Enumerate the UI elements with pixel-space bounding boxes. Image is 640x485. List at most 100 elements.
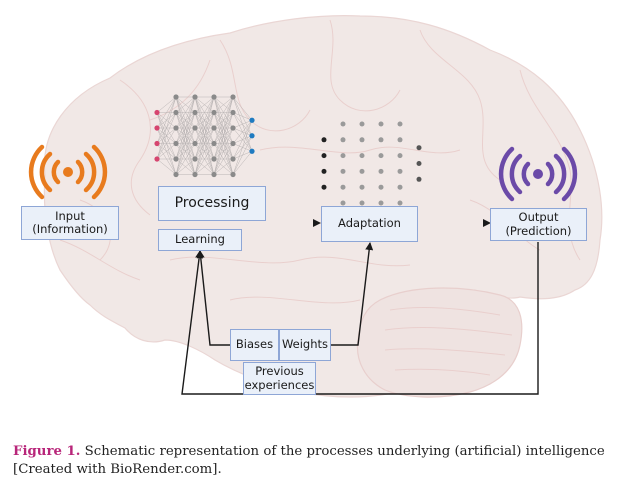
nn-output-node bbox=[249, 148, 255, 154]
nn-hidden-node bbox=[230, 156, 236, 162]
grid-hidden-node bbox=[397, 200, 403, 206]
nn-edge bbox=[232, 112, 253, 121]
nn-hidden-node bbox=[173, 109, 179, 116]
grid-hidden-node bbox=[378, 184, 384, 190]
nn-hidden-node bbox=[230, 125, 236, 131]
nn-edge bbox=[156, 96, 177, 160]
nn-edge bbox=[156, 96, 177, 144]
grid-hidden-node bbox=[359, 137, 365, 143]
learning-label: Learning bbox=[175, 232, 225, 247]
nn-edge bbox=[194, 96, 215, 175]
nn-hidden-node bbox=[173, 125, 179, 131]
adaptation-node: Adaptation bbox=[321, 206, 418, 242]
nn-edge bbox=[156, 96, 177, 113]
grid-hidden-node bbox=[397, 168, 403, 174]
nn-edge bbox=[194, 96, 215, 160]
learning-node: Learning bbox=[158, 229, 242, 251]
caption-text: Schematic representation of the processe… bbox=[13, 444, 605, 477]
nn-hidden-node bbox=[211, 171, 217, 178]
biases-node: Biases bbox=[230, 329, 279, 361]
grid-hidden-node bbox=[340, 168, 346, 174]
grid-output-node bbox=[416, 145, 422, 151]
nn-edge bbox=[175, 96, 196, 160]
nn-hidden-node bbox=[211, 125, 217, 131]
nn-edge bbox=[156, 158, 177, 175]
grid-output-node bbox=[416, 161, 422, 166]
previous-label: Previous bbox=[255, 364, 304, 379]
broadcast-signal-icon bbox=[28, 144, 108, 200]
figure-label: Figure 1. bbox=[13, 444, 81, 459]
nn-hidden-node bbox=[230, 171, 236, 178]
nn-edge bbox=[194, 143, 215, 175]
nn-input-node bbox=[154, 125, 160, 131]
nn-edge bbox=[175, 112, 196, 175]
grid-hidden-node bbox=[397, 137, 403, 143]
grid-output-node bbox=[416, 176, 422, 182]
grid-hidden-node bbox=[378, 168, 384, 174]
grid-hidden-node bbox=[359, 153, 365, 159]
previous-experiences-node: Previous experiences bbox=[243, 362, 316, 395]
output-node: Output (Prediction) bbox=[490, 208, 587, 241]
input-label: Input bbox=[55, 208, 85, 223]
nn-edge bbox=[175, 96, 196, 144]
nn-edge bbox=[156, 96, 177, 129]
nn-edge bbox=[213, 96, 234, 160]
arrow-weights-to-adaptation bbox=[330, 242, 374, 346]
nn-edge bbox=[213, 158, 234, 175]
nn-edge bbox=[232, 151, 253, 175]
nn-edge bbox=[194, 96, 215, 129]
grid-hidden-node bbox=[359, 200, 365, 206]
nn-hidden-node bbox=[230, 140, 236, 147]
nn-edge bbox=[232, 120, 253, 160]
grid-hidden-node bbox=[359, 168, 365, 174]
nn-hidden-node bbox=[173, 140, 179, 147]
brain-cerebellum bbox=[356, 287, 523, 398]
grid-hidden-node bbox=[397, 121, 403, 127]
nn-hidden-node bbox=[192, 94, 198, 100]
nn-edge bbox=[194, 158, 215, 175]
grid-hidden-node bbox=[397, 184, 403, 190]
nn-hidden-node bbox=[192, 125, 198, 131]
nn-hidden-node bbox=[192, 156, 198, 162]
processing-node: Processing bbox=[158, 186, 266, 221]
nn-edge bbox=[175, 127, 196, 175]
nn-edge bbox=[175, 143, 196, 175]
nn-hidden-node bbox=[211, 156, 217, 162]
nn-hidden-node bbox=[192, 109, 198, 116]
nn-hidden-node bbox=[173, 94, 179, 100]
arrow-output-feedback-to-learning bbox=[181, 242, 539, 395]
nn-edge bbox=[175, 96, 196, 129]
processing-label: Processing bbox=[174, 195, 250, 212]
nn-edge bbox=[175, 158, 196, 175]
grid-hidden-node bbox=[359, 184, 365, 190]
nn-edge bbox=[232, 120, 253, 129]
broadcast-signal-icon bbox=[498, 146, 578, 202]
nn-input-node bbox=[154, 156, 160, 162]
input-node: Input (Information) bbox=[21, 206, 119, 240]
nn-output-node bbox=[249, 133, 255, 139]
grid-hidden-node bbox=[340, 184, 346, 190]
neural-network-illustration bbox=[154, 94, 255, 178]
nn-edge bbox=[194, 96, 215, 113]
grid-hidden-node bbox=[378, 153, 384, 159]
grid-hidden-node bbox=[340, 121, 346, 127]
adaptation-node-grid bbox=[321, 121, 422, 206]
nn-edge bbox=[213, 112, 234, 175]
grid-input-node bbox=[321, 184, 327, 190]
nn-hidden-node bbox=[211, 140, 217, 147]
nn-edge bbox=[156, 127, 177, 160]
nn-edge bbox=[213, 96, 234, 129]
biases-label: Biases bbox=[235, 337, 274, 352]
figure-caption: Figure 1. Schematic representation of th… bbox=[13, 443, 633, 479]
nn-hidden-node bbox=[230, 94, 236, 100]
grid-hidden-node bbox=[340, 200, 346, 206]
flow-arrows bbox=[120, 219, 539, 395]
nn-edge bbox=[232, 96, 253, 121]
adaptation-label: Adaptation bbox=[338, 216, 401, 231]
grid-hidden-node bbox=[359, 121, 365, 127]
nn-edge bbox=[175, 96, 196, 175]
nn-hidden-node bbox=[211, 94, 217, 100]
nn-edge bbox=[213, 96, 234, 113]
nn-edge bbox=[194, 96, 215, 144]
grid-hidden-node bbox=[340, 137, 346, 143]
